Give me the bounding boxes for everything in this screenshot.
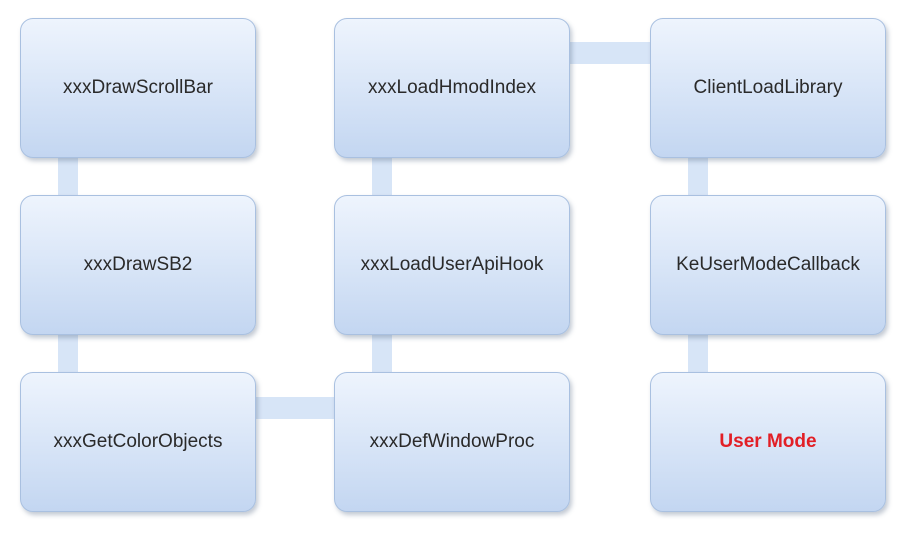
node-label: KeUserModeCallback	[676, 254, 860, 275]
connector-keusermodecallback-usermode	[688, 332, 708, 376]
node-label: xxxDefWindowProc	[369, 431, 535, 452]
node-label: xxxDrawScrollBar	[63, 77, 213, 98]
connector-drawsb2-getcolorobjects	[58, 332, 78, 376]
node-xxxdefwindowproc: xxxDefWindowProc	[334, 372, 570, 512]
node-user-mode: User Mode	[650, 372, 886, 512]
node-label: ClientLoadLibrary	[693, 77, 843, 98]
node-label: xxxLoadHmodIndex	[368, 77, 536, 98]
connector-loaduserapihook-loadhmodindex	[372, 155, 392, 199]
node-clientloadlibrary: ClientLoadLibrary	[650, 18, 886, 158]
connector-defwindowproc-loaduserapihook	[372, 332, 392, 376]
node-label-user-mode: User Mode	[719, 431, 817, 452]
node-xxxdrawsb2: xxxDrawSB2	[20, 195, 256, 335]
node-keusermodecallback: KeUserModeCallback	[650, 195, 886, 335]
node-xxxdrawscrollbar: xxxDrawScrollBar	[20, 18, 256, 158]
connector-drawscrollbar-drawsb2	[58, 155, 78, 199]
node-label: xxxGetColorObjects	[53, 431, 223, 452]
node-xxxgetcolorobjects: xxxGetColorObjects	[20, 372, 256, 512]
node-xxxloadhmodindex: xxxLoadHmodIndex	[334, 18, 570, 158]
node-xxxloaduserapihook: xxxLoadUserApiHook	[334, 195, 570, 335]
connector-loadhmodindex-clientloadlibrary	[568, 42, 652, 64]
node-label: xxxLoadUserApiHook	[360, 254, 544, 275]
connector-clientloadlibrary-keusermodecallback	[688, 155, 708, 199]
connector-getcolorobjects-defwindowproc	[254, 397, 336, 419]
node-label: xxxDrawSB2	[83, 254, 193, 275]
